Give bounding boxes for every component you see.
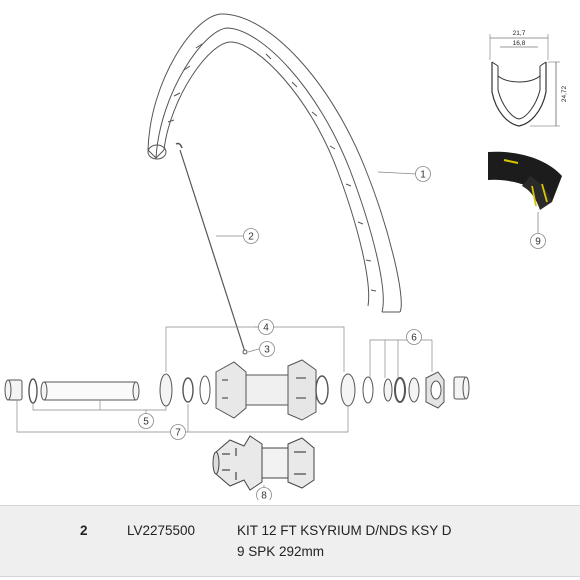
- parts-table: 2 LV2275500 KIT 12 FT KSYRIUM D/NDS KSY …: [0, 505, 580, 577]
- rim-profile-drawing: [489, 34, 560, 127]
- part-description-line-1: KIT 12 FT KSYRIUM D/NDS KSY D: [237, 523, 452, 538]
- part-reference: LV2275500: [127, 523, 196, 538]
- callout-number: 1: [420, 170, 426, 181]
- bracket-5: [32, 400, 167, 414]
- rim-section: [147, 13, 402, 313]
- hub-axle-parts: [4, 359, 470, 421]
- callout-8: 8: [256, 485, 272, 501]
- callout-6: 6: [406, 329, 422, 345]
- exploded-parts-diagram: 1 2 21,7 16,8 24,72 9: [4, 13, 568, 501]
- part-number: 2: [80, 523, 88, 538]
- bracket-6: [369, 339, 433, 378]
- freehub-body: [212, 435, 315, 491]
- callout-number: 9: [535, 237, 541, 248]
- callout-1: 1: [377, 166, 431, 182]
- callout-number: 4: [263, 323, 269, 334]
- spoke: [175, 142, 248, 355]
- callout-number: 6: [411, 333, 417, 344]
- callout-number: 7: [175, 428, 181, 439]
- callout-2: 2: [216, 228, 259, 244]
- callout-4: 4: [258, 319, 274, 335]
- dim-inner-width: 16,8: [513, 40, 526, 47]
- dim-height: 24,72: [561, 85, 568, 102]
- callout-number: 5: [143, 417, 149, 428]
- callout-number: 3: [264, 345, 270, 356]
- callout-3: 3: [247, 341, 275, 357]
- callout-9: 9: [530, 212, 546, 249]
- callout-7: 7: [170, 424, 186, 440]
- part-description-line-2: 9 SPK 292mm: [237, 544, 325, 559]
- tire-section: [488, 151, 562, 210]
- dim-outer-width: 21,7: [513, 30, 526, 37]
- bracket-7: [16, 400, 349, 433]
- bracket-4: [165, 326, 345, 372]
- callout-5: 5: [138, 413, 154, 429]
- part-description: KIT 12 FT KSYRIUM D/NDS KSY D 9 SPK 292m…: [237, 520, 537, 562]
- callout-number: 2: [248, 232, 254, 243]
- callout-number: 8: [261, 491, 267, 501]
